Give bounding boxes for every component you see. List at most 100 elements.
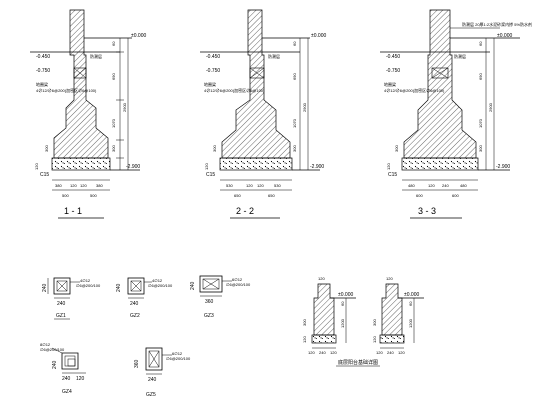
section-1-1: ±0.000 -0.450 -0.750 防潮层 地圈梁 4∅12/∅6@200… [30,9,146,219]
br-b: 240 [387,350,394,355]
gz5-spec1: 6∅12 [172,351,183,356]
dim-60: 60 [292,41,297,46]
wall-section-1 [53,9,109,159]
left-dim-60: 60 [340,301,345,306]
dim-1070: 1070 [292,118,297,128]
gz2-name: GZ2 [130,313,140,319]
gz4-dim-h: 240 [62,376,71,382]
gz2-dim-v: 240 [116,283,122,292]
dim-2900: 2900 [488,102,493,112]
gz4-spec2: ∅6@200/100 [40,347,65,352]
bl-c: 120 [330,350,337,355]
br-a: 120 [376,350,383,355]
column-gz1: 4∅12 ∅6@200/100 240 240 GZ1 [42,277,101,320]
bdim-1c: 120 [257,183,264,188]
left-dim-300: 300 [302,319,307,326]
dim-120: 120 [34,163,39,170]
gz5-spec2: ∅6@200/100 [166,356,191,361]
side-label: 防潮层 [90,53,102,59]
gz1-spec1: 4∅12 [80,278,91,283]
gz4-spec1: 8∅12 [40,342,51,347]
left-dim-1200: 1200 [340,318,345,328]
ring-beam-3 [431,67,449,79]
right-dim-60: 60 [408,301,413,306]
gz5-dim-v: 360 [134,359,140,368]
ring-beam-1 [73,67,87,79]
cushion-1 [51,157,111,171]
gz3-dim-h: 360 [205,299,214,305]
gz1-name: GZ1 [56,313,66,319]
gz5-box [145,347,163,371]
dim-300a: 300 [292,145,297,152]
beam-label: 地圈梁 [204,81,216,87]
section-3-3: 防潮层 20厚1:2水泥砂浆内掺 5%防水剂 ±0.000 -0.450 -0.… [380,9,532,219]
gz5-dim-h: 240 [148,377,157,383]
dim-60: 60 [111,41,116,46]
balcony-level-left: ±0.000 [338,292,353,298]
gz4-dim-v: 240 [52,360,58,369]
level-b: -0.750 [36,68,50,74]
beam-spec: 4∅12/∅6@200(加密区∅6@100) [36,87,97,93]
beam-label: 地圈梁 [36,81,48,87]
dim-300a: 300 [111,145,116,152]
left-dim-120b: 120 [302,336,307,343]
level-a: -0.450 [36,54,50,60]
side-label: 防潮层 [268,53,280,59]
bdim-1c: 240 [442,183,449,188]
dim-60: 60 [478,41,483,46]
dim-2900: 2900 [122,102,127,112]
dim-1070: 1070 [111,118,116,128]
bdim-1a: 480 [408,183,415,188]
dim-690: 690 [478,73,483,80]
beam-label: 地圈梁 [384,81,396,87]
bdim-1d: 480 [460,183,467,188]
wall-section-2 [221,9,291,159]
dim-1070: 1070 [478,118,483,128]
bottom-level: -2.900 [496,164,510,170]
dim-120: 120 [386,163,391,170]
cushion-label: C15 [388,172,397,178]
gz3-box [199,275,223,293]
cushion-label: C15 [206,172,215,178]
top-level: ±0.000 [131,33,146,39]
bdim-2a: 600 [416,193,423,198]
cushion-2 [219,157,293,171]
gz4-name: GZ4 [62,389,72,395]
dim-300b: 300 [212,145,217,152]
dim-690: 690 [111,73,116,80]
section-title: 3 - 3 [418,206,436,216]
column-gz3: 6∅12 ∅6@200/100 360 240 GZ3 [190,275,251,319]
dim-690: 690 [292,73,297,80]
dim-120: 120 [204,163,209,170]
section-title: 1 - 1 [64,206,82,216]
gz1-dim-h: 240 [57,301,66,307]
top-note: 防潮层 20厚1:2水泥砂浆内掺 5%防水剂 [462,21,532,27]
gz1-spec2: ∅6@200/100 [76,283,101,288]
column-gz4: 8∅12 ∅6@200/100 240 120 240 GZ4 [40,342,86,395]
gz3-name: GZ3 [204,313,214,319]
right-dim-120b: 120 [372,336,377,343]
right-dim-1200: 1200 [408,318,413,328]
gz2-box [127,277,145,295]
balcony-wall-left [313,283,335,336]
bottom-level: -2.900 [126,164,140,170]
top-level: ±0.000 [497,33,512,39]
bdim-1a: 530 [226,183,233,188]
section-title: 2 - 2 [236,206,254,216]
bdim-1a: 380 [55,183,62,188]
bdim-1b: 120 [428,183,435,188]
br-c: 120 [398,350,405,355]
dim-300b: 300 [394,145,399,152]
gz3-spec1: 6∅12 [232,277,243,282]
bdim-2b: 650 [268,193,275,198]
level-a: -0.450 [206,54,220,60]
cushion-label: C15 [40,172,49,178]
balcony-detail-title: 底层阳台基础详图 [338,359,378,366]
bdim-1d: 380 [96,183,103,188]
gz2-spec2: ∅6@200/100 [148,283,173,288]
column-gz5: 6∅12 ∅6@200/100 240 360 GZ5 [134,347,191,398]
gz1-box [53,277,71,295]
gz2-dim-h: 240 [130,301,139,307]
bdim-1d: 530 [274,183,281,188]
